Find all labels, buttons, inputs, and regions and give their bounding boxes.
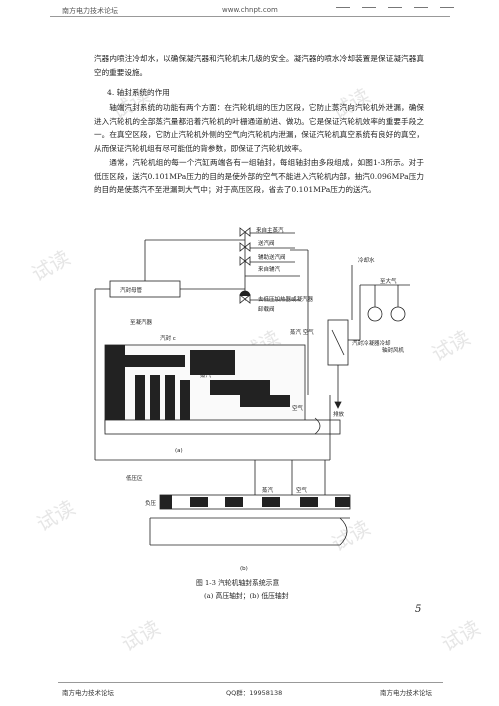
- header-dash: [440, 7, 454, 8]
- label-aux-valve: 辅助送汽阀: [258, 253, 286, 261]
- label-header-box: 汽封母管: [120, 286, 143, 294]
- rotor-shaft: [104, 419, 341, 435]
- label-air: 空气: [292, 404, 304, 412]
- label-drain: 排放: [333, 410, 345, 418]
- header-rule: [50, 16, 450, 17]
- label-sub-b: (b): [240, 566, 248, 572]
- label-main-steam: 来自主蒸汽: [256, 226, 284, 234]
- label-supply-valve: 送汽阀: [258, 239, 275, 247]
- fan-icon: [367, 306, 383, 322]
- valve-icon: [239, 242, 251, 252]
- header-dash: [414, 7, 428, 8]
- valve-icon: [239, 227, 251, 237]
- label-gland-cooler: 汽封冷凝器冷却: [352, 339, 391, 347]
- label-aux-steam: 来自辅汽: [258, 265, 281, 273]
- figure-caption: 图 1-3 汽轮机轴封系统示意: [196, 579, 280, 587]
- label-cooling-water: 冷却水: [358, 256, 375, 264]
- label-seal-c: 汽封 c: [160, 334, 176, 342]
- paragraph-function: 轴端汽封系统的功能有两个方面：在汽轮机组的压力区段，它防止蒸汽向汽轮机外泄漏，确…: [94, 103, 424, 153]
- valve-icon: [239, 294, 251, 304]
- header-dash: [388, 7, 402, 8]
- lp-seal-casing: [159, 494, 351, 510]
- figure-subcaption: (a) 高压轴封；(b) 低压轴封: [204, 592, 289, 600]
- footer-right: 南方电力技术论坛: [380, 689, 432, 697]
- label-atmosphere: 至大气: [380, 277, 397, 285]
- section-heading: 4. 轴封系统的作用: [107, 88, 170, 97]
- footer-left: 南方电力技术论坛: [62, 689, 114, 697]
- footer-qq: QQ群：19958138: [226, 689, 283, 697]
- header-dash: [362, 7, 376, 8]
- label-gland-fan: 轴封风机: [382, 346, 405, 354]
- label-lp-zone: 低压区: [126, 474, 143, 482]
- actuator-icon: [239, 290, 251, 297]
- header-url: www.chnpt.com: [222, 6, 278, 14]
- paragraph-sections: 通常，汽轮机组的每一个汽缸两端各有一组轴封，每组轴封由多段组成，如图1-3所示。…: [94, 158, 424, 195]
- fan-icon: [390, 306, 406, 322]
- label-steam: 蒸汽: [200, 371, 212, 379]
- label-to-condenser: 至凝汽器: [130, 318, 153, 326]
- label-unload-valve: 卸载阀: [258, 305, 275, 313]
- label-steam-b: 蒸汽: [262, 486, 274, 494]
- valve-icon: [239, 256, 251, 266]
- label-vacuum: 负压: [145, 499, 157, 507]
- footer-rule: [58, 682, 443, 683]
- paragraph-intro: 汽器内喷注冷却水，以确保凝汽器和汽轮机末几级的安全。凝汽器的喷水冷却装置是保证凝…: [94, 54, 424, 77]
- label-air-b: 空气: [296, 486, 308, 494]
- header-site-name: 南方电力技术论坛: [62, 7, 118, 15]
- header-dash: [336, 7, 350, 8]
- label-sub-a: (a): [175, 448, 183, 454]
- page-number: 5: [415, 604, 422, 615]
- label-steam-air: 蒸汽 空气: [290, 328, 314, 336]
- label-to-heater: 去低压加热器或凝汽器: [258, 295, 314, 303]
